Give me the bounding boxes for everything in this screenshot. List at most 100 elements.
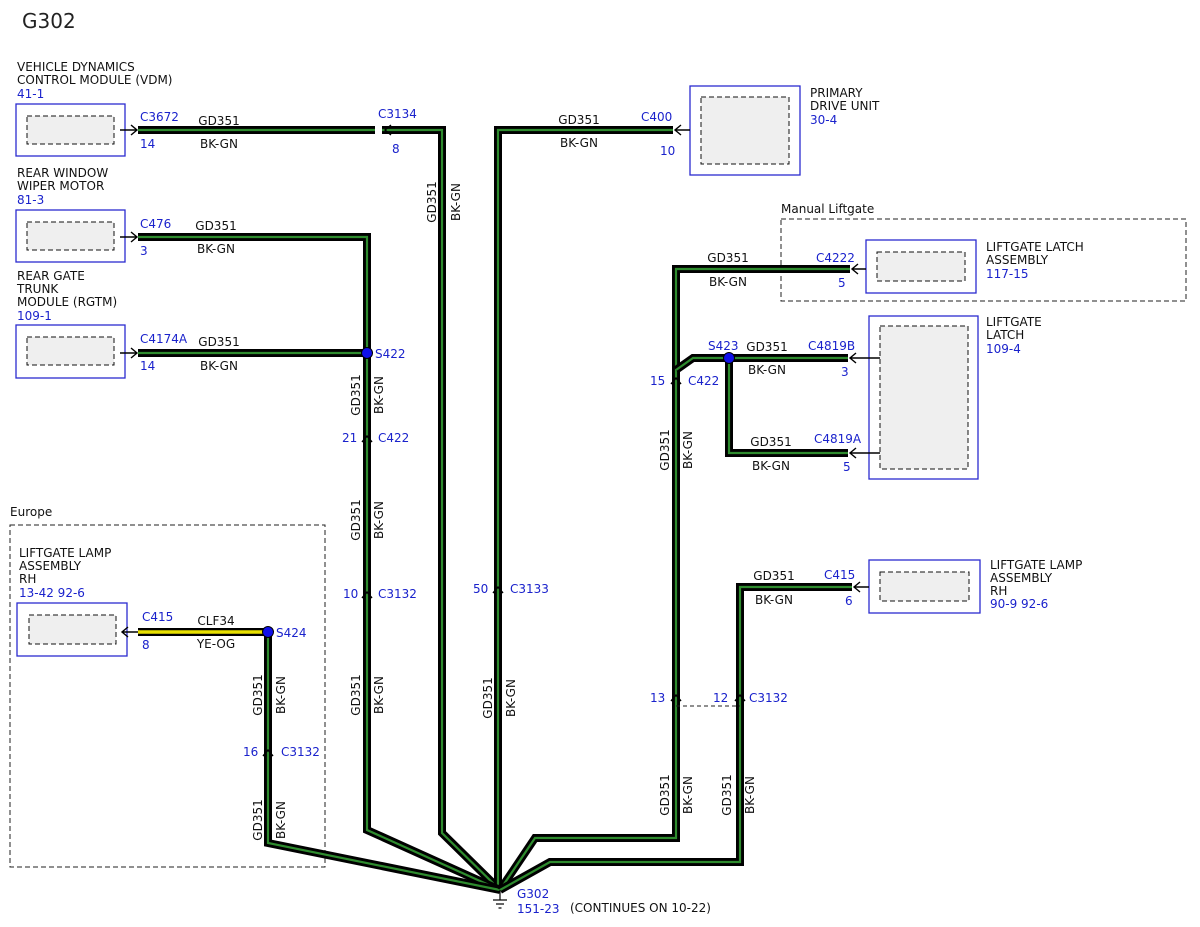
- module-primary-drive-unit: PRIMARY DRIVE UNIT 30-4: [689, 85, 880, 176]
- svg-text:GD351: GD351: [658, 774, 672, 815]
- svg-text:RH: RH: [19, 572, 36, 586]
- svg-text:LIFTGATE LAMP: LIFTGATE LAMP: [990, 558, 1082, 572]
- svg-text:C3132: C3132: [749, 691, 788, 705]
- svg-text:LATCH: LATCH: [986, 328, 1024, 342]
- svg-text:BK-GN: BK-GN: [200, 137, 238, 151]
- svg-text:BK-GN: BK-GN: [197, 242, 235, 256]
- svg-text:GD351: GD351: [658, 429, 672, 470]
- svg-text:BK-GN: BK-GN: [709, 275, 747, 289]
- manual-liftgate-group-box: [780, 218, 1187, 302]
- svg-text:BK-GN: BK-GN: [372, 501, 386, 539]
- ground-note: (CONTINUES ON 10-22): [570, 901, 711, 915]
- svg-text:C4222: C4222: [816, 251, 855, 265]
- svg-text:REAR GATE: REAR GATE: [17, 269, 85, 283]
- module-vdm: VEHICLE DYNAMICS CONTROL MODULE (VDM) 41…: [15, 60, 172, 157]
- svg-text:C415: C415: [142, 610, 173, 624]
- connector-arrows: [120, 124, 880, 638]
- svg-text:81-3: 81-3: [17, 193, 44, 207]
- splice-s424: [262, 626, 274, 638]
- svg-text:GD351: GD351: [251, 674, 265, 715]
- ground-ref: 151-23: [517, 902, 560, 916]
- svg-text:12: 12: [713, 691, 728, 705]
- svg-text:C4819A: C4819A: [814, 432, 862, 446]
- svg-text:ASSEMBLY: ASSEMBLY: [19, 559, 82, 573]
- svg-text:LIFTGATE LAMP: LIFTGATE LAMP: [19, 546, 111, 560]
- svg-text:3: 3: [140, 244, 148, 258]
- svg-text:BK-GN: BK-GN: [372, 376, 386, 414]
- module-liftgate-latch-assembly: LIFTGATE LATCH ASSEMBLY 117-15: [865, 239, 1084, 294]
- svg-text:13: 13: [650, 691, 665, 705]
- svg-text:GD351: GD351: [349, 374, 363, 415]
- svg-text:10: 10: [343, 587, 358, 601]
- svg-text:BK-GN: BK-GN: [274, 801, 288, 839]
- svg-text:8: 8: [142, 638, 150, 652]
- svg-text:BK-GN: BK-GN: [449, 183, 463, 221]
- module-liftgate-lamp-rh-left: LIFTGATE LAMP ASSEMBLY RH 13-42 92-6: [16, 546, 128, 657]
- wire-labels-vertical: GD351 BK-GN GD351 BK-GN GD351 BK-GN GD35…: [251, 181, 757, 840]
- module-rear-wiper: REAR WINDOW WIPER MOTOR 81-3: [15, 166, 126, 263]
- svg-text:PRIMARY: PRIMARY: [810, 86, 863, 100]
- svg-text:YE-OG: YE-OG: [196, 637, 235, 651]
- svg-text:10: 10: [660, 144, 675, 158]
- inline-connectors: [262, 376, 746, 757]
- svg-text:C3133: C3133: [510, 582, 549, 596]
- svg-text:109-4: 109-4: [986, 342, 1021, 356]
- svg-text:117-15: 117-15: [986, 267, 1029, 281]
- svg-text:BK-GN: BK-GN: [743, 776, 757, 814]
- svg-text:CONTROL MODULE (VDM): CONTROL MODULE (VDM): [17, 73, 172, 87]
- svg-text:41-1: 41-1: [17, 87, 44, 101]
- svg-text:BK-GN: BK-GN: [560, 136, 598, 150]
- splice-label-s424: S424: [276, 626, 307, 640]
- splice-s422: [361, 347, 373, 359]
- svg-text:BK-GN: BK-GN: [755, 593, 793, 607]
- svg-text:C3132: C3132: [378, 587, 417, 601]
- svg-text:14: 14: [140, 137, 155, 151]
- svg-text:GD351: GD351: [349, 674, 363, 715]
- svg-text:BK-GN: BK-GN: [681, 776, 695, 814]
- svg-text:GD351: GD351: [746, 340, 787, 354]
- svg-text:30-4: 30-4: [810, 113, 837, 127]
- svg-text:WIPER MOTOR: WIPER MOTOR: [17, 179, 104, 193]
- svg-text:21: 21: [342, 431, 357, 445]
- svg-text:8: 8: [392, 142, 400, 156]
- svg-text:BK-GN: BK-GN: [681, 431, 695, 469]
- connector-labels: C3672 14 C3134 8 C476 3 C4174A 14 C400 1…: [140, 107, 862, 759]
- svg-text:VEHICLE DYNAMICS: VEHICLE DYNAMICS: [17, 60, 135, 74]
- svg-text:TRUNK: TRUNK: [16, 282, 59, 296]
- svg-text:GD351: GD351: [349, 499, 363, 540]
- module-liftgate-latch: LIFTGATE LATCH 109-4: [868, 315, 1042, 480]
- svg-text:C400: C400: [641, 110, 672, 124]
- svg-text:LIFTGATE: LIFTGATE: [986, 315, 1042, 329]
- svg-text:GD351: GD351: [720, 774, 734, 815]
- svg-text:GD351: GD351: [753, 569, 794, 583]
- svg-text:GD351: GD351: [750, 435, 791, 449]
- svg-text:3: 3: [841, 365, 849, 379]
- svg-text:RH: RH: [990, 584, 1007, 598]
- svg-text:LIFTGATE LATCH: LIFTGATE LATCH: [986, 240, 1084, 254]
- splice-s423: [723, 352, 735, 364]
- svg-text:90-9 92-6: 90-9 92-6: [990, 597, 1048, 611]
- svg-text:15: 15: [650, 374, 665, 388]
- svg-text:5: 5: [838, 276, 846, 290]
- svg-text:GD351: GD351: [707, 251, 748, 265]
- module-liftgate-lamp-rh-right: LIFTGATE LAMP ASSEMBLY RH 90-9 92-6: [868, 558, 1082, 614]
- svg-text:REAR WINDOW: REAR WINDOW: [17, 166, 108, 180]
- svg-text:C3134: C3134: [378, 107, 417, 121]
- svg-text:BK-GN: BK-GN: [752, 459, 790, 473]
- wire-labels-horizontal: GD351 BK-GN GD351 BK-GN GD351 BK-GN GD35…: [195, 113, 794, 651]
- svg-text:CLF34: CLF34: [197, 614, 234, 628]
- svg-text:C3132: C3132: [281, 745, 320, 759]
- svg-text:109-1: 109-1: [17, 309, 52, 323]
- wire-harness: [138, 126, 852, 894]
- svg-text:13-42 92-6: 13-42 92-6: [19, 586, 85, 600]
- svg-text:ASSEMBLY: ASSEMBLY: [986, 253, 1049, 267]
- svg-text:GD351: GD351: [251, 799, 265, 840]
- svg-text:C422: C422: [378, 431, 409, 445]
- svg-text:14: 14: [140, 359, 155, 373]
- svg-text:16: 16: [243, 745, 258, 759]
- svg-text:BK-GN: BK-GN: [200, 359, 238, 373]
- svg-text:BK-GN: BK-GN: [748, 363, 786, 377]
- module-rgtm: REAR GATE TRUNK MODULE (RGTM) 109-1: [15, 269, 126, 379]
- svg-text:GD351: GD351: [198, 335, 239, 349]
